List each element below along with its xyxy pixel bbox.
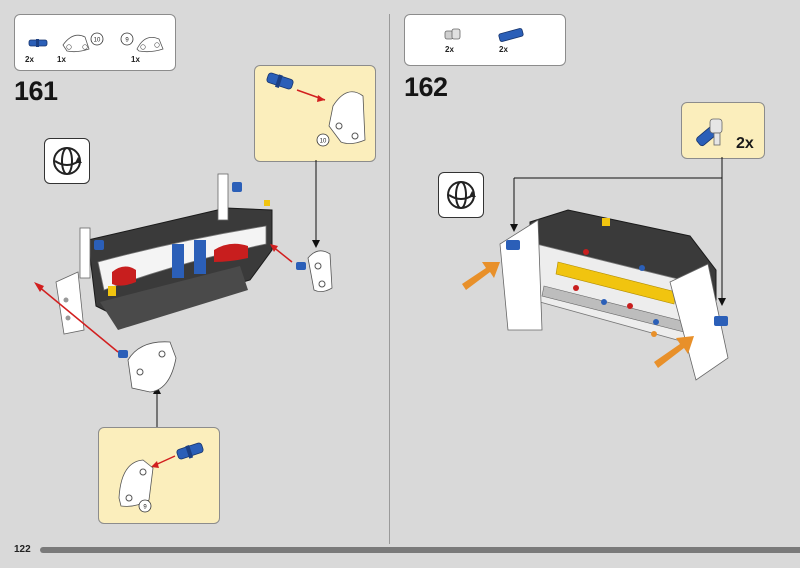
callout-161-bottom: 9 [98, 427, 220, 524]
blue-axle-pin-icon [498, 28, 524, 42]
blue-axle-pin-icon [266, 72, 294, 90]
part-qty: 2x [25, 55, 34, 64]
part-qty: 1x [131, 55, 140, 64]
page-number: 122 [14, 544, 31, 555]
part-qty: 2x [445, 45, 454, 54]
part-number-label: 9 [125, 38, 129, 44]
parts-list-161: 2x 10 1x 9 1x [14, 14, 176, 71]
parts-list-162: 2x 2x [404, 14, 566, 66]
blue-axle-pin-icon [28, 39, 48, 47]
part-qty: 1x [57, 55, 66, 64]
rotate-model-icon [44, 138, 90, 184]
step-number-162: 162 [404, 72, 448, 102]
white-panel-9-icon: 9 [120, 32, 164, 53]
part-number-label: 9 [143, 505, 147, 511]
grey-connector-icon [444, 28, 461, 40]
assembly-161 [34, 160, 333, 427]
callout-qty: 2x [736, 135, 754, 152]
rotate-model-icon [438, 172, 484, 218]
part-number-label: 10 [320, 139, 327, 145]
part-number-label: 10 [94, 38, 101, 44]
callout-162: 2x [681, 102, 765, 159]
page-progress-bar [40, 547, 800, 553]
callout-161-top: 10 [254, 65, 376, 162]
blue-axle-pin-icon [176, 442, 204, 460]
page-divider [389, 14, 390, 544]
assembly-162 [462, 157, 729, 381]
white-panel-10-icon: 10 [62, 32, 104, 53]
part-qty: 2x [499, 45, 508, 54]
step-number-161: 161 [14, 76, 58, 106]
